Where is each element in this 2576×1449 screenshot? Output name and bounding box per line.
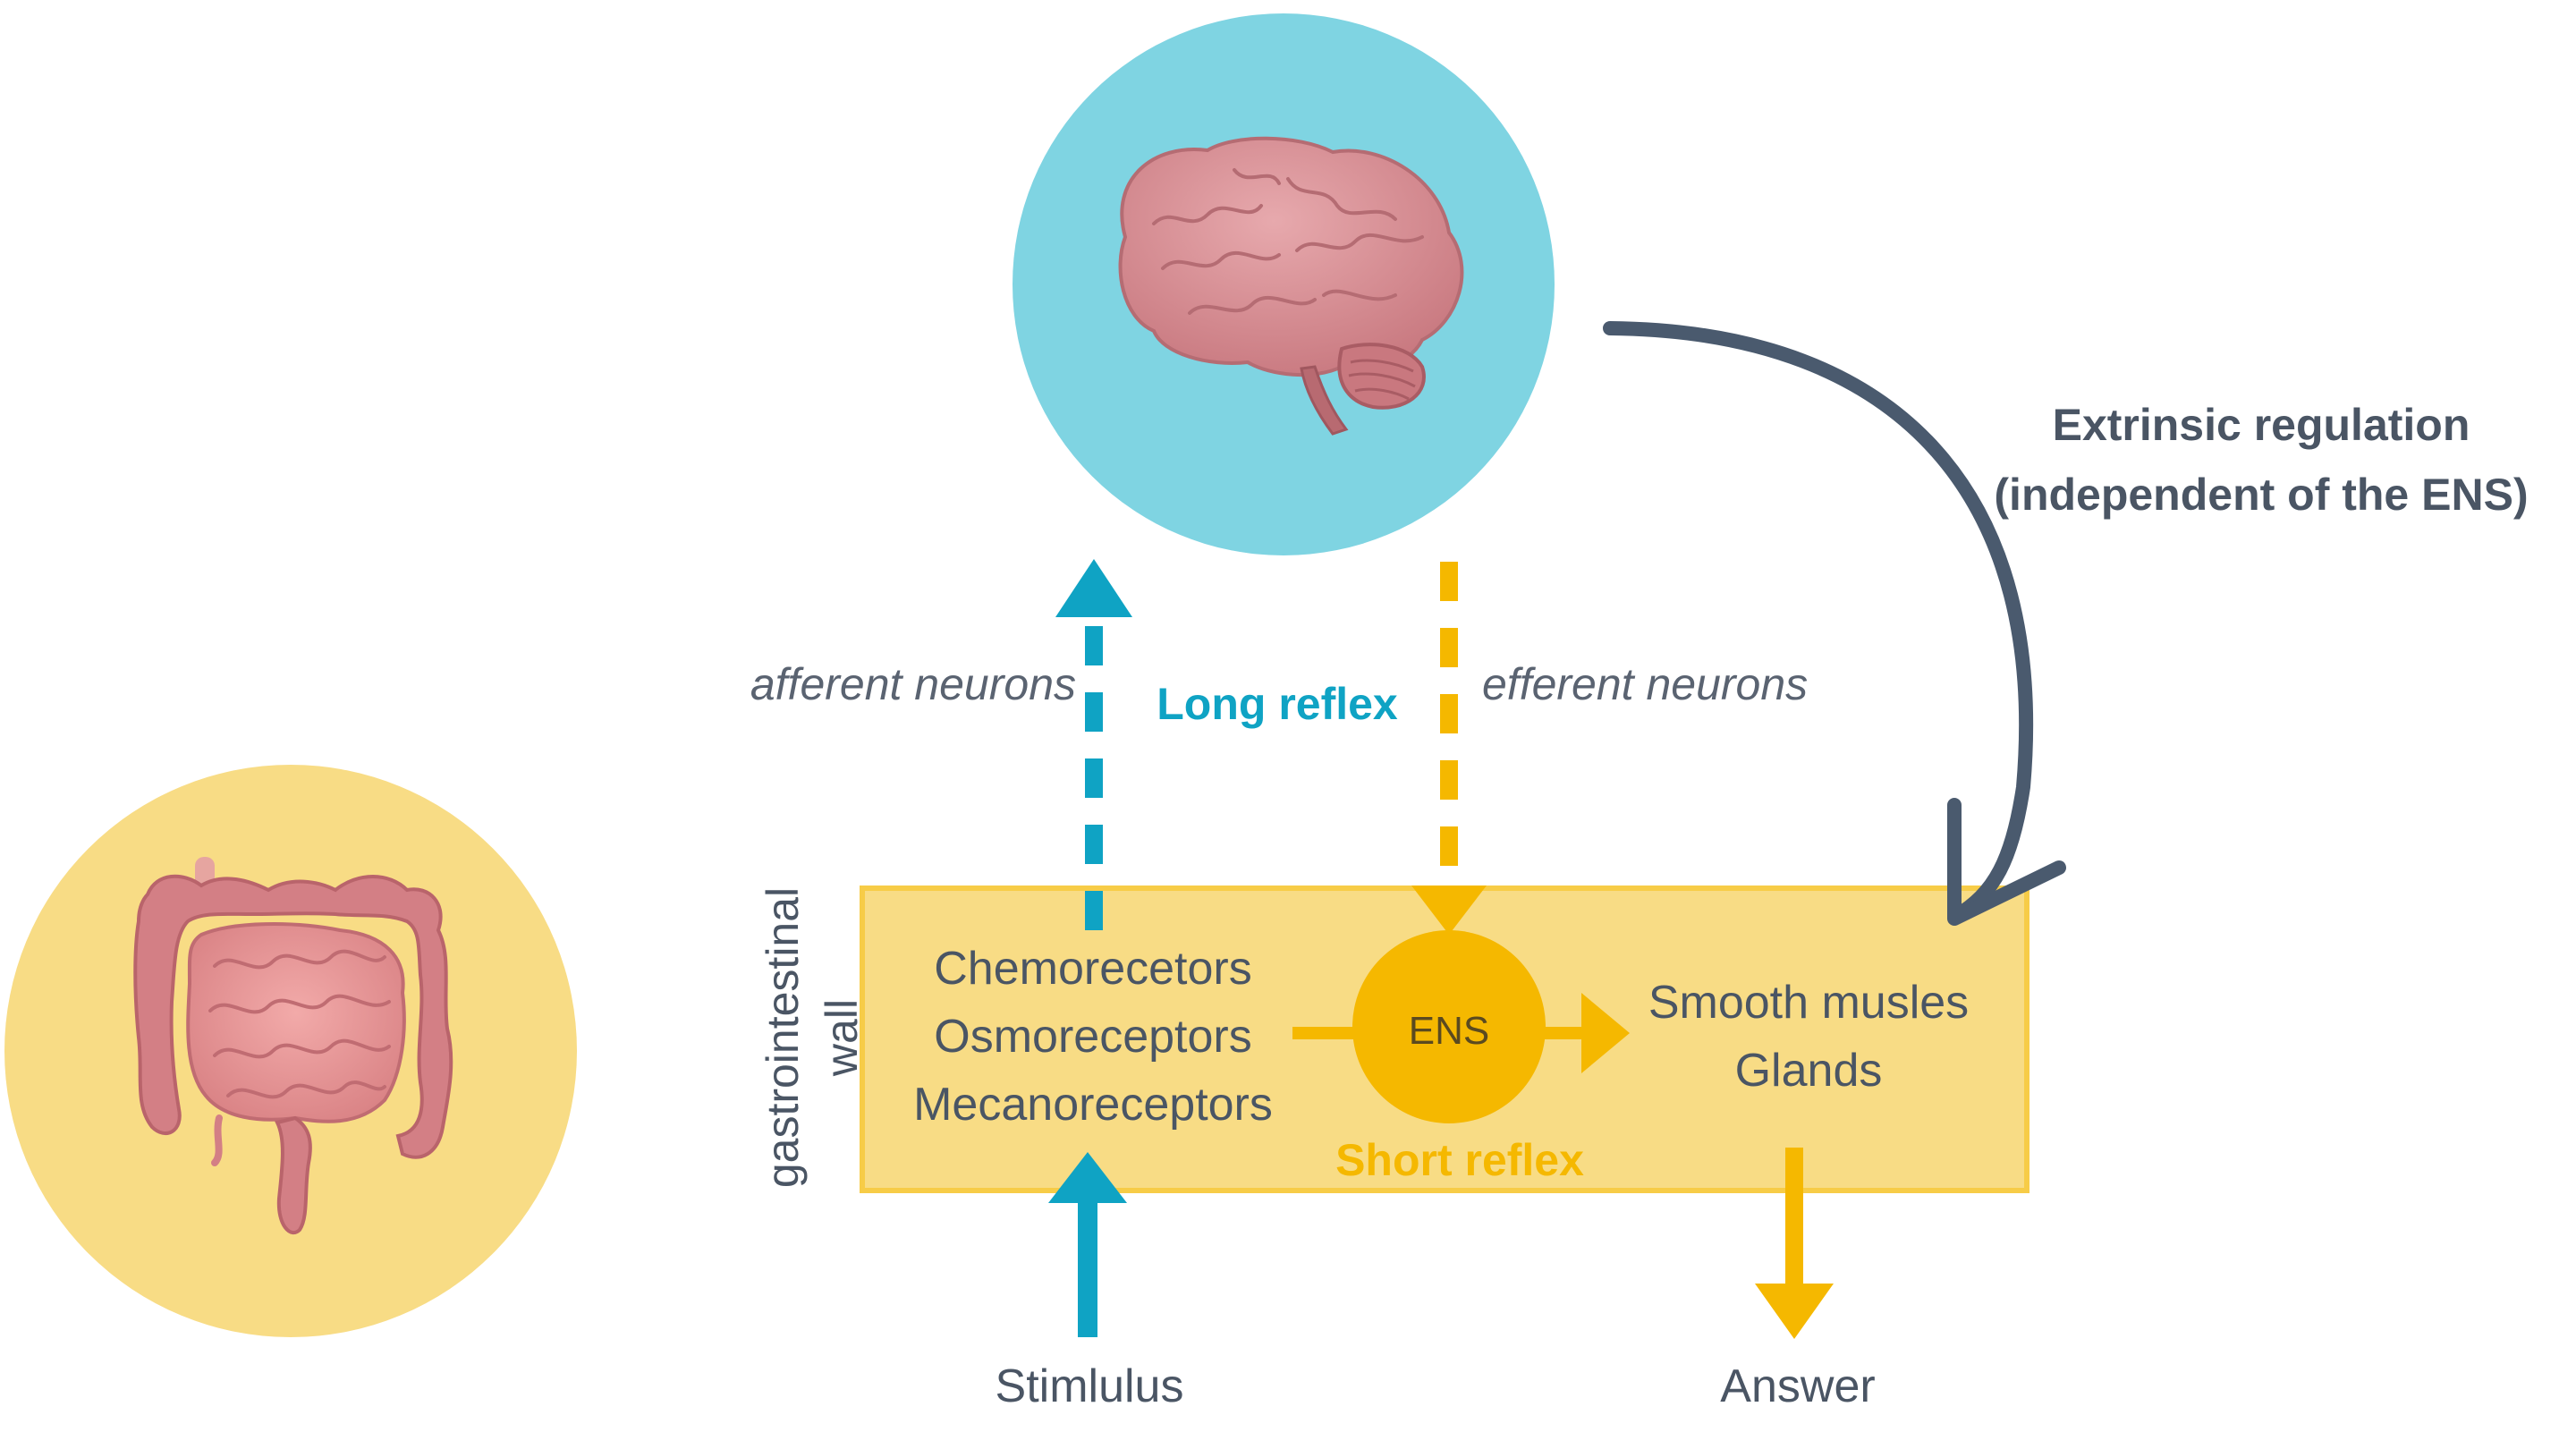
receptor-item: Mecanoreceptors xyxy=(913,1079,1273,1131)
short-reflex-arrowhead xyxy=(1581,993,1630,1073)
extrinsic-arrowhead xyxy=(1947,798,2066,926)
long-reflex-label: Long reflex xyxy=(1157,679,1398,729)
effector-item: Glands xyxy=(1734,1045,1883,1097)
short-reflex-label: Short reflex xyxy=(1335,1135,1584,1185)
efferent-neurons-label: efferent neurons xyxy=(1482,659,1809,709)
gastrointestinal-wall-label: gastrointestinal wall xyxy=(753,887,871,1188)
receptor-list: Chemorecetors Osmoreceptors Mecanorecept… xyxy=(913,935,1273,1139)
receptor-item: Osmoreceptors xyxy=(934,1011,1252,1063)
stimulus-arrowhead xyxy=(1048,1152,1127,1203)
ens-circle xyxy=(1352,930,1546,1123)
answer-label: Answer xyxy=(1720,1360,1876,1412)
brain-icon xyxy=(1118,136,1464,436)
extrinsic-regulation-line1: Extrinsic regulation xyxy=(2052,400,2470,450)
stimulus-label: Stimlulus xyxy=(995,1360,1184,1412)
ens-label: ENS xyxy=(1408,1009,1490,1053)
wall-label-line2: wall xyxy=(817,998,867,1077)
effector-item: Smooth musles xyxy=(1648,977,1970,1029)
afferent-neurons-label: afferent neurons xyxy=(750,659,1076,709)
efferent-arrowhead xyxy=(1411,886,1487,935)
extrinsic-regulation-arrow xyxy=(1603,321,2034,924)
wall-label-line1: gastrointestinal xyxy=(758,886,808,1189)
answer-arrowhead xyxy=(1755,1284,1834,1339)
extrinsic-regulation-label: Extrinsic regulation (independent of the… xyxy=(1994,390,2528,530)
receptor-item: Chemorecetors xyxy=(934,943,1252,995)
afferent-arrowhead xyxy=(1055,559,1132,617)
intestine-icon xyxy=(133,857,453,1235)
extrinsic-regulation-line2: (independent of the ENS) xyxy=(1994,470,2529,520)
effector-list: Smooth musles Glands xyxy=(1648,969,1969,1105)
